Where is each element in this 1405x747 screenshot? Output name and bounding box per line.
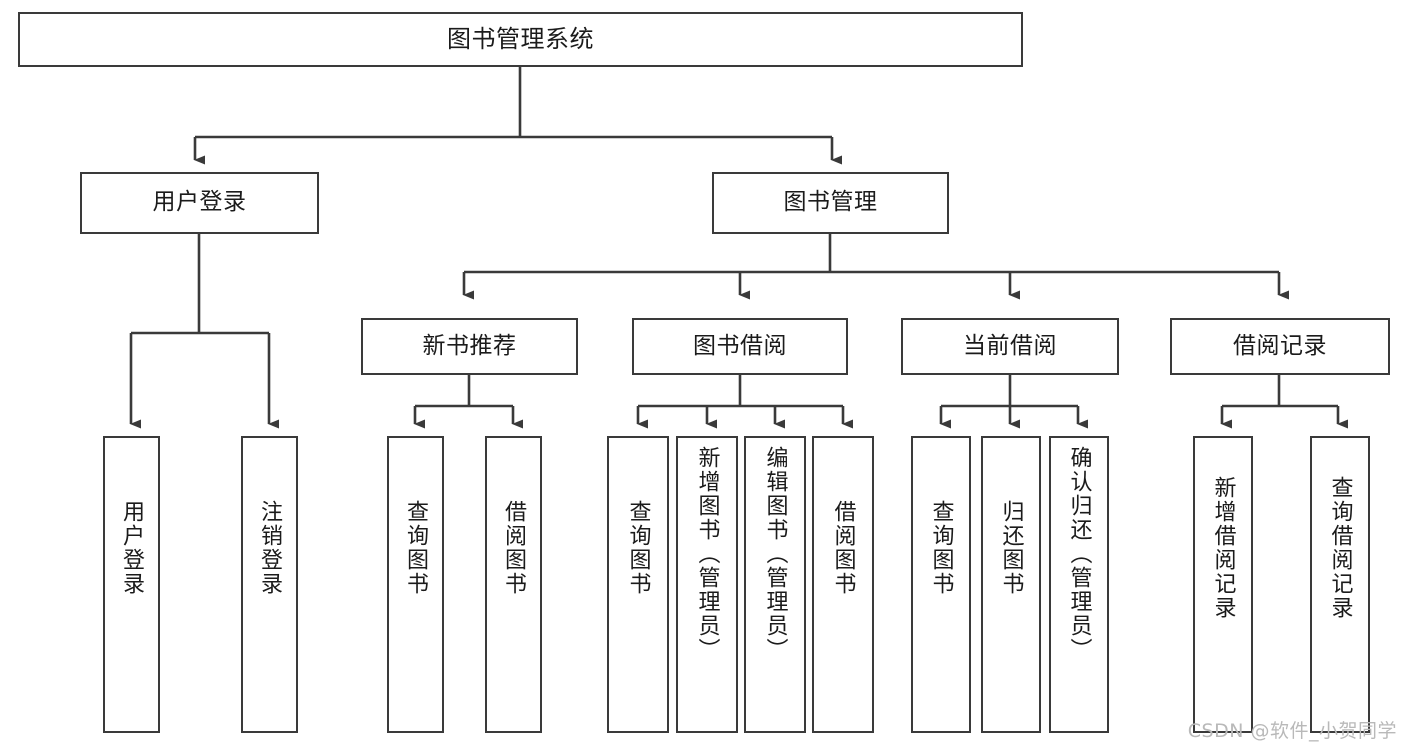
leaf-book-borrow-add[interactable]: 新增图书（管理员）: [676, 436, 738, 733]
leaf-user-login-login[interactable]: 用户登录: [103, 436, 160, 733]
leaf-borrow-record-query[interactable]: 查询借阅记录: [1310, 436, 1370, 733]
node-label: 借阅图书: [501, 500, 527, 596]
node-label: 查询图书: [403, 500, 429, 596]
node-label: 新书推荐: [422, 332, 517, 359]
csdn-watermark: CSDN @软件_小贺同学: [1187, 720, 1397, 742]
node-user-login[interactable]: 用户登录: [80, 172, 319, 234]
node-label: 编辑图书（管理员）: [762, 446, 788, 662]
node-book-management[interactable]: 图书管理: [712, 172, 949, 234]
node-label: 当前借阅: [963, 332, 1057, 359]
node-label: 用户登录: [119, 500, 145, 596]
leaf-book-borrow-edit[interactable]: 编辑图书（管理员）: [744, 436, 806, 733]
leaf-book-borrow-borrow[interactable]: 借阅图书: [812, 436, 874, 733]
node-root-system[interactable]: 图书管理系统: [18, 12, 1023, 67]
node-label: 归还图书: [998, 500, 1024, 596]
node-label: 查询借阅记录: [1327, 476, 1353, 620]
node-book-borrow[interactable]: 图书借阅: [632, 318, 848, 375]
leaf-current-borrow-confirm-return[interactable]: 确认归还（管理员）: [1049, 436, 1109, 733]
leaf-new-book-query[interactable]: 查询图书: [387, 436, 444, 733]
node-label: 注销登录: [257, 500, 283, 596]
leaf-user-login-logout[interactable]: 注销登录: [241, 436, 298, 733]
node-label: 查询图书: [928, 500, 954, 596]
node-label: 图书管理: [783, 189, 878, 216]
node-label: 新增借阅记录: [1210, 476, 1236, 620]
node-label: 用户登录: [152, 189, 247, 216]
leaf-book-borrow-query[interactable]: 查询图书: [607, 436, 669, 733]
node-label: 新增图书（管理员）: [694, 446, 720, 662]
node-current-borrow[interactable]: 当前借阅: [901, 318, 1119, 375]
node-label: 图书借阅: [693, 332, 787, 359]
node-label: 查询图书: [625, 500, 651, 596]
node-label: 图书管理系统: [447, 25, 594, 54]
leaf-borrow-record-add[interactable]: 新增借阅记录: [1193, 436, 1253, 733]
node-new-book-recommend[interactable]: 新书推荐: [361, 318, 578, 375]
node-label: 借阅记录: [1233, 332, 1327, 359]
leaf-current-borrow-query[interactable]: 查询图书: [911, 436, 971, 733]
node-label: 借阅图书: [830, 500, 856, 596]
leaf-current-borrow-return[interactable]: 归还图书: [981, 436, 1041, 733]
leaf-new-book-borrow[interactable]: 借阅图书: [485, 436, 542, 733]
node-borrow-record[interactable]: 借阅记录: [1170, 318, 1390, 375]
node-label: 确认归还（管理员）: [1066, 446, 1092, 662]
